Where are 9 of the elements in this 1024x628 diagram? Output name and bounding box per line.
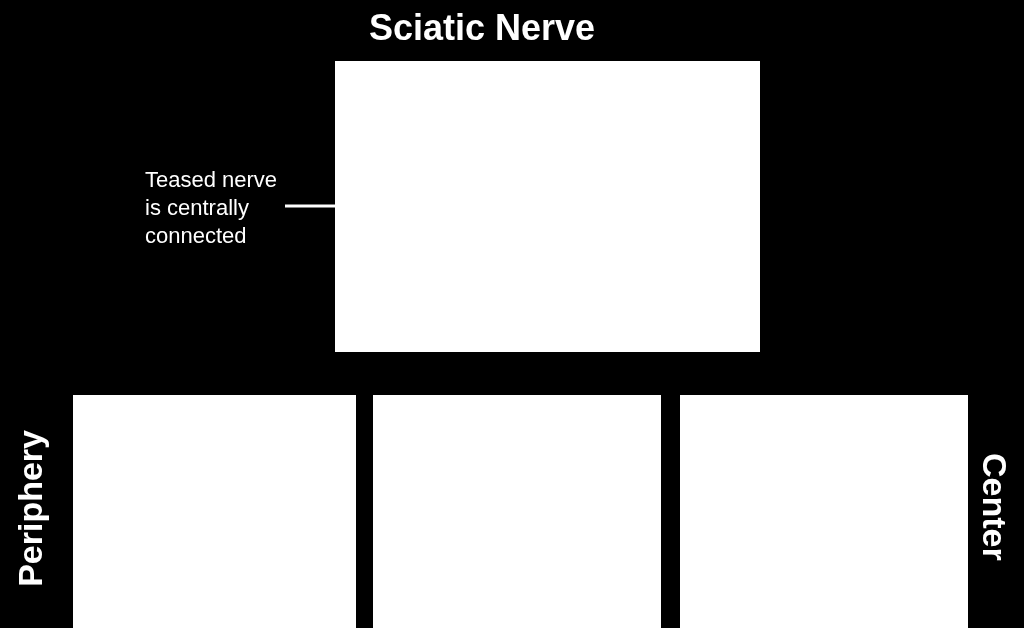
annotation-text: Teased nerve is centrally connected [145, 166, 285, 252]
blank-panel [680, 395, 968, 628]
side-label: Center [976, 453, 1014, 561]
blank-panel [373, 395, 661, 628]
leader-line [285, 204, 335, 208]
blank-panel [335, 61, 760, 352]
blank-panel [73, 395, 356, 628]
title: Sciatic Nerve [369, 8, 596, 48]
side-label: Periphery [11, 429, 49, 587]
